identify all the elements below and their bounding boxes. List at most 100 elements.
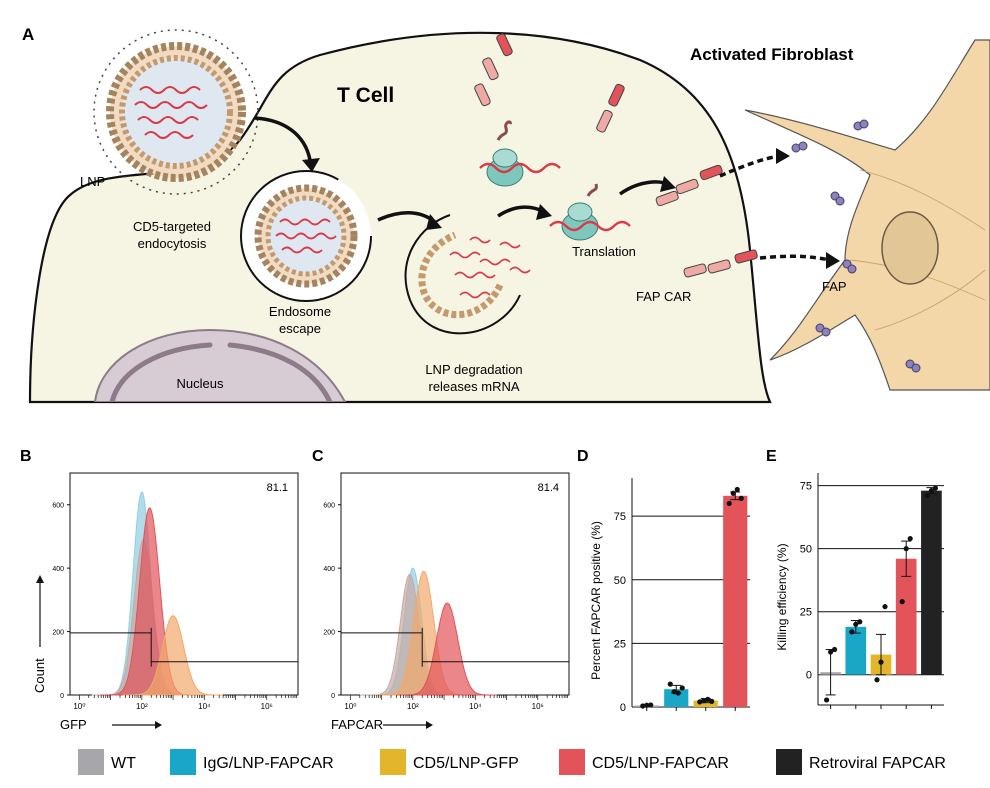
lnp-degradation bbox=[404, 214, 531, 335]
histogram-series bbox=[397, 602, 498, 696]
car-receptors bbox=[474, 33, 758, 278]
data-point bbox=[932, 485, 939, 491]
data-point bbox=[679, 685, 685, 691]
y-axis-label: Killing efficiency (%) bbox=[775, 543, 789, 650]
y-tick-label: 25 bbox=[614, 638, 626, 650]
endosome bbox=[240, 170, 372, 302]
panel-a-schematic: A Nucleus Activated Fibroblast FAP bbox=[22, 25, 990, 404]
activated-fibroblast-label: Activated Fibroblast bbox=[690, 45, 854, 64]
x-axis-label: GFP bbox=[60, 717, 87, 732]
legend-label: CD5/LNP-GFP bbox=[413, 755, 519, 772]
y-tick-label: 25 bbox=[800, 607, 812, 619]
activated-fibroblast-shape bbox=[744, 39, 990, 391]
panel-a-letter: A bbox=[22, 25, 34, 44]
data-point bbox=[738, 495, 744, 501]
data-point bbox=[828, 649, 834, 655]
endosome-label-line1: Endosome bbox=[269, 304, 331, 319]
translation-label: Translation bbox=[572, 244, 636, 259]
data-point bbox=[928, 488, 935, 494]
x-tick-label: 10⁶ bbox=[261, 702, 273, 711]
legend: WT IgG/LNP-FAPCAR CD5/LNP-GFP CD5/LNP-FAPCA… bbox=[78, 749, 946, 775]
x-tick-label: 10⁴ bbox=[198, 702, 211, 711]
legend-label: WT bbox=[111, 755, 136, 772]
data-point bbox=[849, 629, 855, 635]
bar-cd5-lnp-fapcar bbox=[895, 558, 917, 675]
legend-label: IgG/LNP-FAPCAR bbox=[203, 755, 334, 772]
panel-e-letter: E bbox=[766, 448, 777, 465]
legend-swatch bbox=[776, 749, 802, 775]
data-point bbox=[874, 677, 880, 683]
cd5-endocytosis-label-line2: endocytosis bbox=[138, 236, 207, 251]
ribosome-upper bbox=[479, 120, 561, 187]
gate-percent: 81.4 bbox=[538, 482, 559, 494]
histogram-series bbox=[123, 615, 223, 696]
data-point bbox=[907, 535, 913, 542]
y-tick-label: 0 bbox=[60, 693, 64, 700]
data-point bbox=[644, 702, 650, 708]
data-point bbox=[734, 486, 740, 493]
x-tick-label: 10² bbox=[136, 702, 148, 711]
data-point bbox=[882, 604, 888, 610]
y-tick-label: 200 bbox=[52, 630, 64, 637]
lnp-particle bbox=[93, 29, 259, 195]
x-tick-label: 10² bbox=[407, 702, 419, 711]
ribosome-translation bbox=[549, 183, 631, 241]
data-point bbox=[853, 621, 859, 627]
y-axis-arrowhead bbox=[36, 575, 44, 583]
y-axis-label: Count bbox=[32, 658, 47, 693]
x-axis-arrowhead bbox=[155, 721, 162, 729]
data-point bbox=[675, 690, 681, 696]
panel-b-letter: B bbox=[20, 448, 32, 465]
bar-retroviral-fapcar bbox=[921, 490, 942, 675]
panel-d-letter: D bbox=[577, 448, 589, 465]
degradation-label-line1: LNP degradation bbox=[425, 362, 522, 377]
y-tick-label: 400 bbox=[323, 566, 335, 573]
y-axis-label: Percent FAPCAR positive (%) bbox=[589, 521, 603, 680]
data-point bbox=[640, 703, 646, 709]
data-point bbox=[726, 500, 732, 507]
x-tick-label: 10⁰ bbox=[344, 702, 356, 711]
legend-swatch bbox=[559, 749, 585, 775]
bar-cd5-lnp-fapcar bbox=[723, 495, 748, 707]
data-point bbox=[648, 702, 654, 708]
y-tick-label: 600 bbox=[52, 503, 64, 510]
y-tick-label: 0 bbox=[331, 693, 335, 700]
x-axis-label: FAPCAR bbox=[331, 717, 383, 732]
data-point bbox=[667, 681, 673, 687]
y-tick-label: 75 bbox=[614, 511, 626, 523]
data-point bbox=[730, 490, 736, 496]
lnp-label: LNP bbox=[80, 174, 105, 189]
y-tick-label: 600 bbox=[323, 503, 335, 510]
x-axis-arrowhead bbox=[426, 721, 433, 729]
y-tick-label: 0 bbox=[620, 702, 626, 714]
fap-label: FAP bbox=[822, 279, 847, 294]
legend-swatch bbox=[170, 749, 196, 775]
legend-label: CD5/LNP-FAPCAR bbox=[592, 755, 729, 772]
legend-swatch bbox=[380, 749, 406, 775]
data-point bbox=[697, 699, 703, 705]
fibroblast-nucleus bbox=[881, 211, 939, 285]
y-tick-label: 75 bbox=[800, 481, 812, 493]
data-point bbox=[832, 646, 838, 653]
data-point bbox=[924, 493, 931, 499]
data-point bbox=[671, 689, 677, 695]
bar-igg-lnp-fapcar bbox=[664, 689, 689, 707]
data-point bbox=[709, 698, 715, 705]
data-point bbox=[857, 619, 863, 625]
degradation-label-line2: releases mRNA bbox=[428, 379, 519, 394]
bar-cd5-lnp-gfp bbox=[693, 700, 718, 707]
y-tick-label: 200 bbox=[323, 630, 335, 637]
fap-antigens bbox=[791, 119, 921, 373]
fap-car-label: FAP CAR bbox=[636, 289, 691, 304]
nucleus-shape bbox=[93, 328, 347, 403]
x-tick-label: 10⁰ bbox=[73, 702, 85, 711]
legend-swatch bbox=[78, 749, 104, 775]
gate-percent: 81.1 bbox=[267, 482, 288, 494]
arrow-heads bbox=[302, 148, 840, 269]
data-point bbox=[705, 696, 711, 702]
legend-label: Retroviral FAPCAR bbox=[809, 755, 946, 772]
bar-igg-lnp-fapcar bbox=[845, 626, 867, 675]
